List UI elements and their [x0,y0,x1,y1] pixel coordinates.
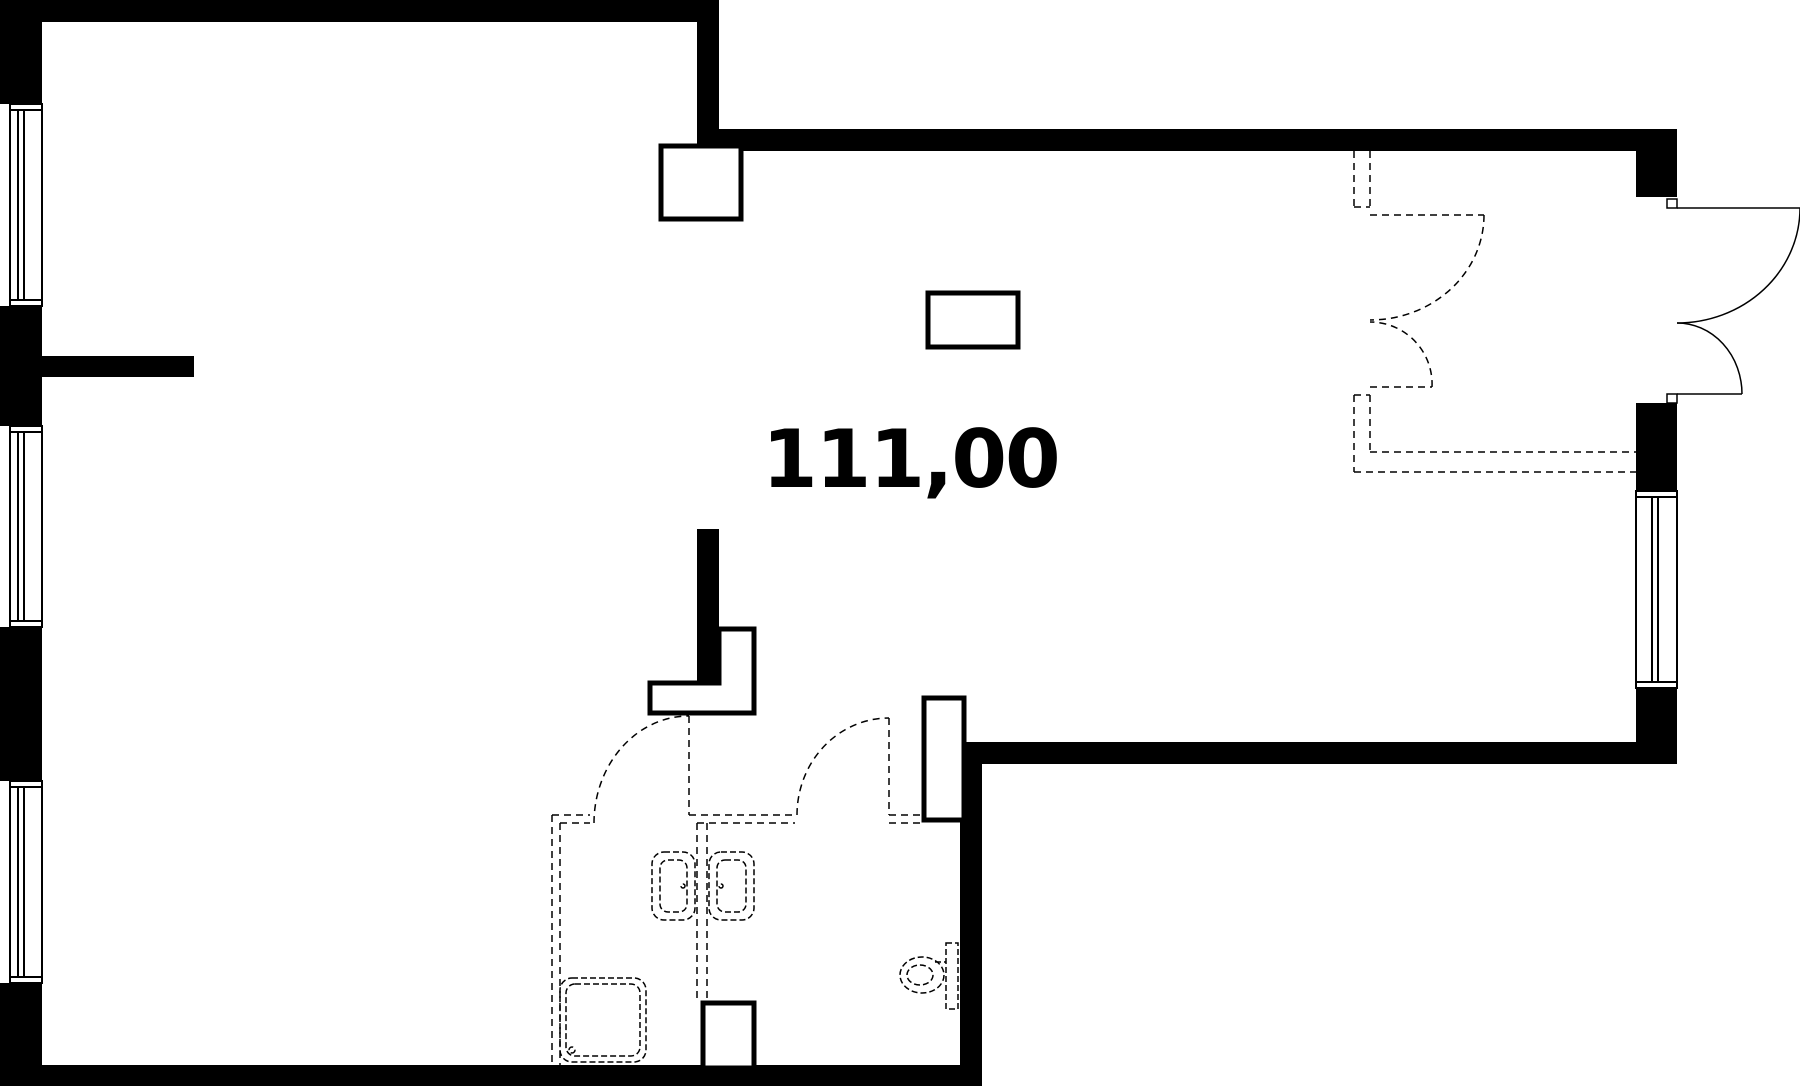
windows [9,103,1678,984]
column-l-shape [647,626,757,716]
wall-top-left [0,0,718,22]
closet-outline [1353,151,1636,473]
window-left-2 [9,425,43,628]
wall-left-mid1 [0,306,42,426]
column-bath [921,695,967,823]
wall-step-vertical [697,0,719,150]
column-top [658,143,744,222]
wall-left-top [0,0,42,104]
exterior-walls [0,0,1677,1086]
shower-tray-icon [559,977,647,1063]
wall-left-mid2 [0,627,42,781]
entrance-door [1666,198,1800,404]
wall-right-upper [1636,129,1677,197]
window-right [1635,490,1678,689]
sink-left-icon [651,851,696,921]
bathroom-outline [551,715,924,1065]
wall-partition-left [42,356,194,377]
wall-right-middle [1636,403,1677,491]
shaft-center [925,290,1021,350]
wall-left-bottom [0,983,42,1086]
window-left-3 [9,780,43,984]
toilet-icon [899,942,959,1010]
wall-bath-right [960,742,982,1086]
area-label: 111,00 [762,413,1061,506]
columns [647,143,1021,1071]
window-left-1 [9,103,43,307]
wall-top-right [697,129,1677,151]
wall-bottom-right [960,742,1677,764]
wall-partition-center [697,529,719,691]
wall-bottom-left [0,1065,982,1086]
column-bottom [700,1000,757,1071]
sink-right-icon [708,851,755,921]
